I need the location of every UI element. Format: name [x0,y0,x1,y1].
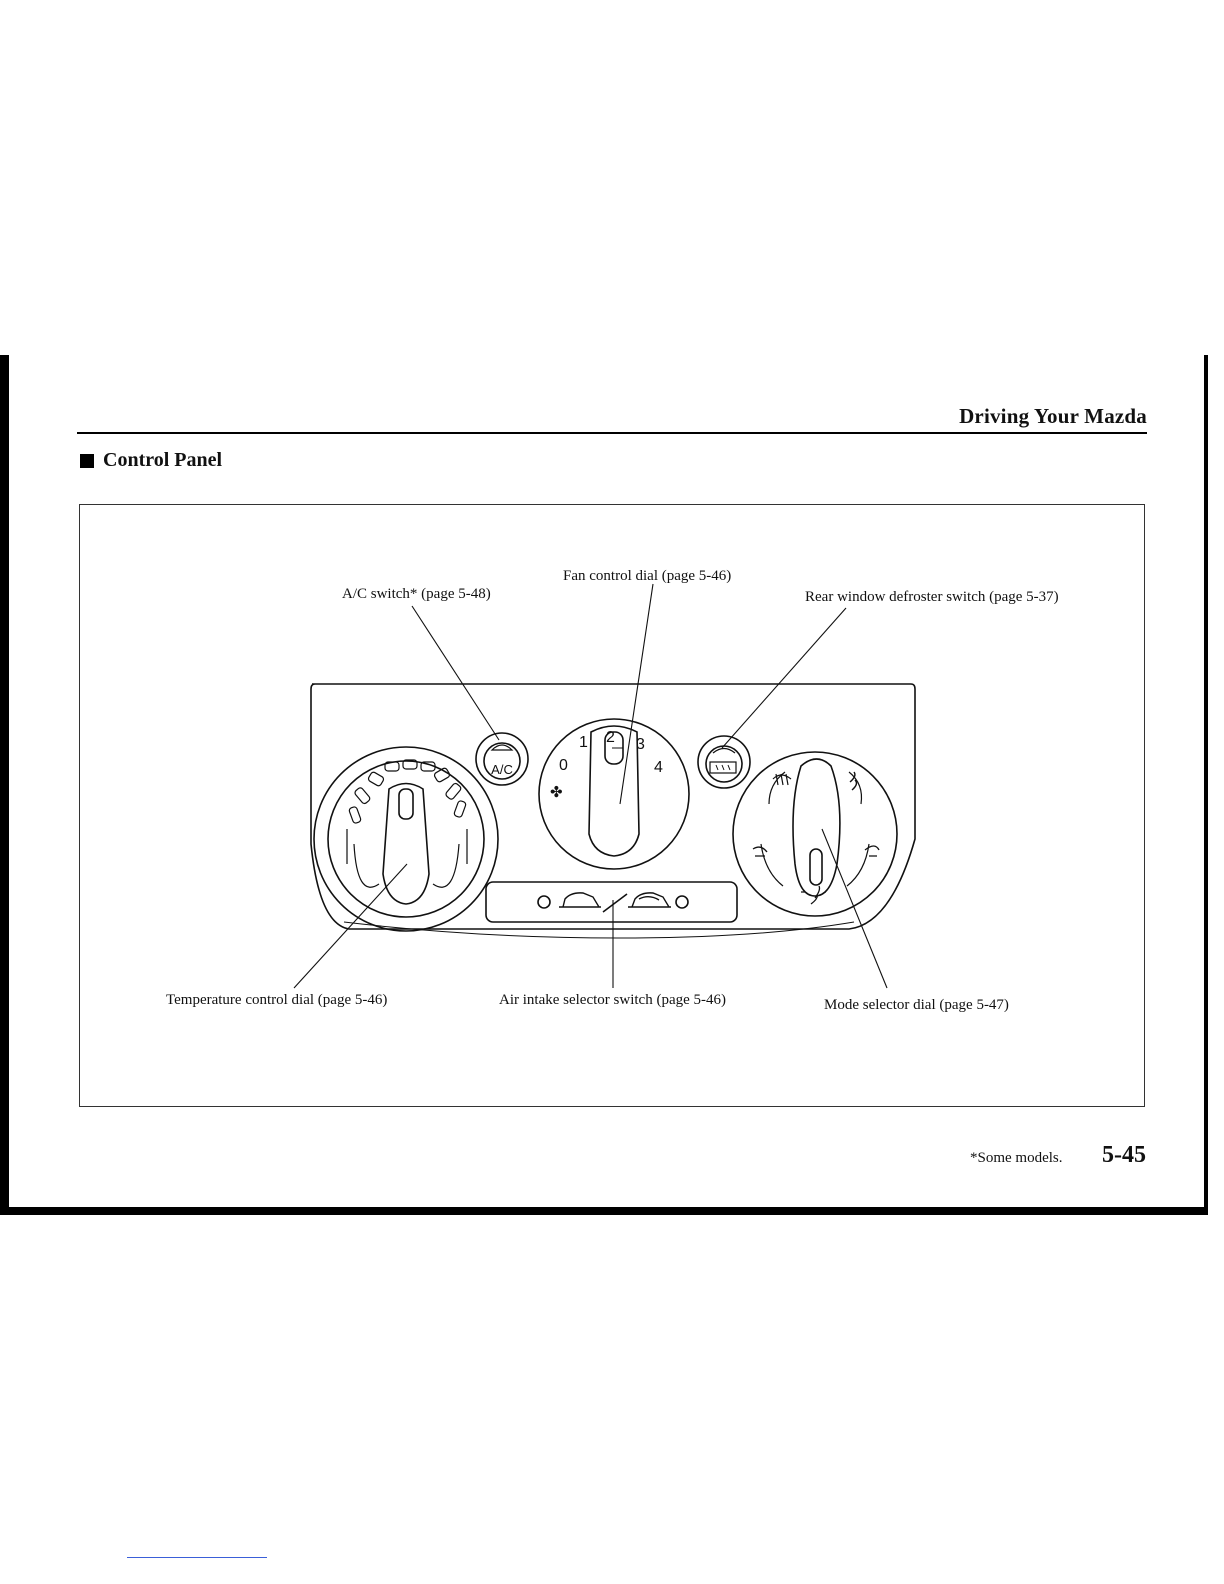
heading-bullet-icon [80,454,94,468]
defrost-floor-mode-icon [753,847,767,856]
defrost-mode-icon [773,774,791,785]
ac-switch[interactable] [476,733,528,785]
face-mode-icon [850,772,856,790]
page-edge-bottom [0,1207,1208,1215]
recirculate-icon [628,893,671,907]
callout-ac-switch: A/C switch* (page 5-48) [342,586,491,603]
callout-mode-selector: Mode selector dial (page 5-47) [824,997,1009,1014]
fan-scale-2: 2 [606,729,615,746]
mode-selector-dial[interactable] [733,752,897,916]
callout-air-intake: Air intake selector switch (page 5-46) [499,992,726,1009]
section-title: Driving Your Mazda [959,404,1147,429]
callout-rear-defroster: Rear window defroster switch (page 5-37) [805,589,1059,606]
fan-scale-0: 0 [559,757,568,774]
callout-temperature-control: Temperature control dial (page 5-46) [166,992,387,1009]
heading: Control Panel [80,449,222,472]
footnote: *Some models. [970,1150,1063,1167]
callout-fan-control: Fan control dial (page 5-46) [563,568,731,585]
temperature-dial[interactable] [314,747,498,931]
fan-icon: ✤ [550,783,563,801]
link-underline[interactable] [127,1557,267,1558]
page-edge-right [1204,355,1208,1215]
page-number: 5-45 [1102,1142,1146,1169]
ac-button-label: A/C [491,762,513,777]
fan-scale-3: 3 [636,736,645,753]
fan-scale-1: 1 [579,734,588,751]
rear-defroster-switch[interactable] [698,736,750,788]
fresh-air-icon [559,893,601,907]
heading-title: Control Panel [103,449,222,472]
fan-scale-4: 4 [654,759,663,776]
header-rule [77,432,1147,434]
air-intake-selector-switch[interactable] [486,882,737,922]
page-edge-left [0,355,9,1215]
